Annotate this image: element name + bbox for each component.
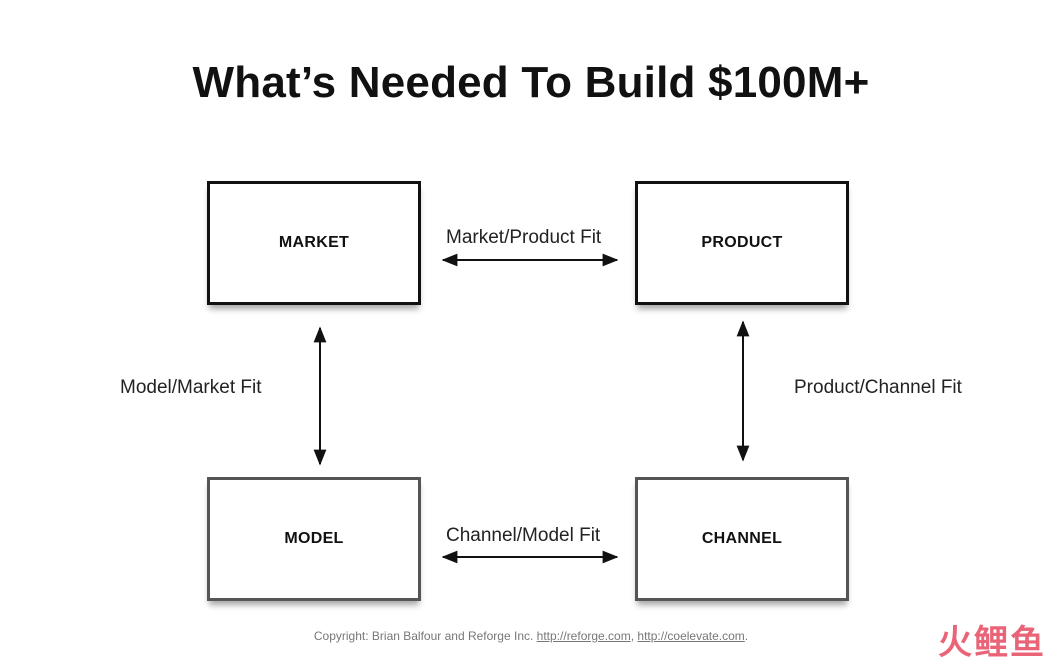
product-label: PRODUCT <box>701 234 783 251</box>
market-box: MARKET <box>207 181 421 305</box>
model-label: MODEL <box>284 530 344 547</box>
product-box: PRODUCT <box>635 181 849 305</box>
channel-label: CHANNEL <box>701 530 783 547</box>
market-product-fit-label: Market/Product Fit <box>446 227 602 248</box>
channel-box: CHANNEL <box>635 477 849 601</box>
watermark-logo: 火鲤鱼 <box>938 623 1046 663</box>
copyright-footer: Copyright: Brian Balfour and Reforge Inc… <box>0 629 1062 643</box>
footer-suffix: . <box>744 629 749 643</box>
reforge-link[interactable]: http://reforge.com <box>536 629 631 643</box>
model-box: MODEL <box>207 477 421 601</box>
model-market-fit-label: Model/Market Fit <box>120 377 262 398</box>
product-channel-fit-label: Product/Channel Fit <box>794 377 962 398</box>
diagram-title: What’s Needed To Build $100M+ <box>192 58 870 107</box>
channel-model-fit-label: Channel/Model Fit <box>446 525 601 546</box>
coelevate-link[interactable]: http://coelevate.com <box>637 629 745 643</box>
link-separator: , <box>630 629 638 643</box>
market-label: MARKET <box>278 234 350 251</box>
copyright-text: Copyright: Brian Balfour and Reforge Inc… <box>313 629 537 643</box>
